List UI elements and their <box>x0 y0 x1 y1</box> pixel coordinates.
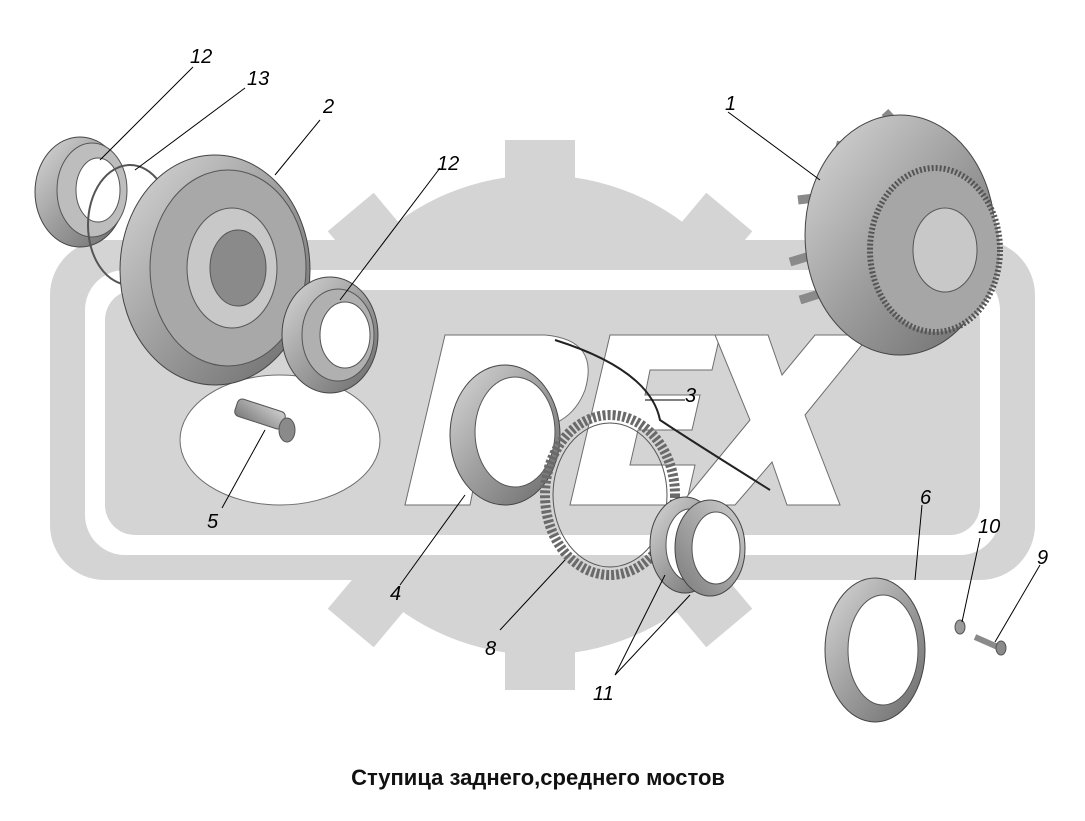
part-pin-10 <box>954 619 966 635</box>
callout-8: 8 <box>485 638 496 660</box>
callout-11: 11 <box>593 683 614 705</box>
part-seal-12a <box>34 136 128 248</box>
callout-6: 6 <box>920 487 932 509</box>
callout-12a: 12 <box>190 46 212 68</box>
callouts: 12 13 2 12 1 3 5 4 8 11 6 10 9 <box>190 46 1048 705</box>
diagram-title: Ступица заднего,среднего мостов <box>351 765 725 790</box>
part-bearing-12b <box>281 276 379 394</box>
callout-3: 3 <box>685 385 696 407</box>
callout-4: 4 <box>390 583 401 605</box>
callout-10: 10 <box>978 516 1000 538</box>
callout-5: 5 <box>207 511 219 533</box>
callout-1: 1 <box>725 93 736 115</box>
callout-2: 2 <box>322 96 334 118</box>
part-bolt-5 <box>234 398 296 443</box>
callout-13: 13 <box>247 68 269 90</box>
part-wire-3 <box>554 339 771 491</box>
part-hub-2 <box>119 154 311 386</box>
part-rings-11 <box>649 496 746 597</box>
part-ring-4 <box>449 364 561 506</box>
part-screw-9 <box>973 634 1007 656</box>
part-toothed-ring-8 <box>540 410 680 580</box>
part-flange-6 <box>824 577 926 723</box>
callout-9: 9 <box>1037 547 1048 569</box>
watermark-logo <box>50 140 1035 690</box>
leader-lines <box>99 66 1041 676</box>
callout-12b: 12 <box>437 153 459 175</box>
part-hub-1 <box>788 108 1003 356</box>
